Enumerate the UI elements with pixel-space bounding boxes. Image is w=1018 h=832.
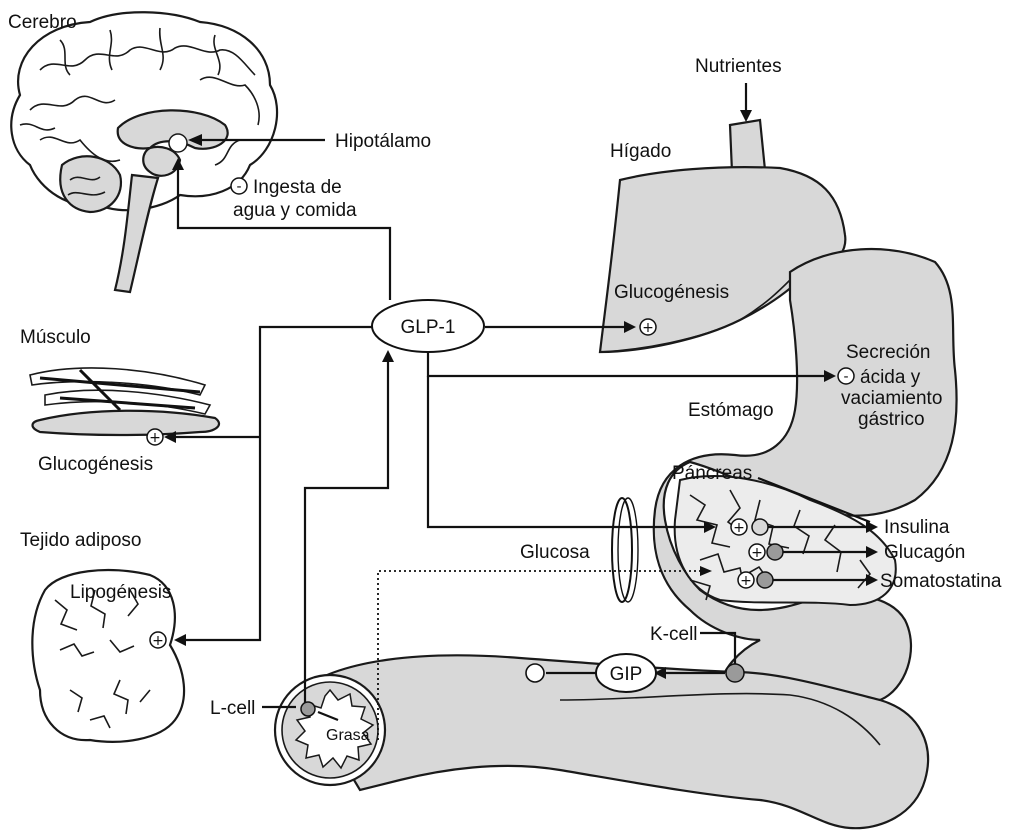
muscle — [30, 368, 219, 435]
glp1-label: GLP-1 — [401, 317, 456, 338]
label-glucagon: Glucagón — [884, 542, 965, 563]
plus-icon: + — [152, 633, 164, 649]
label-secrecion-3: vaciamiento — [841, 388, 942, 409]
sign-muscle: + — [147, 429, 163, 446]
label-grasa: Grasa — [326, 727, 370, 744]
plus-icon: + — [642, 320, 654, 336]
label-cerebro: Cerebro — [8, 12, 77, 33]
plus-icon: + — [751, 545, 763, 561]
label-somatostatina: Somatostatina — [880, 571, 1002, 592]
sign-glucagon: + — [749, 544, 765, 561]
sign-insulin: + — [731, 519, 747, 536]
label-nutrientes: Nutrientes — [695, 56, 782, 77]
hypothalamus-nucleus — [169, 134, 187, 152]
label-lipogenesis: Lipogénesis — [70, 582, 171, 603]
glp1-node: GLP-1 — [372, 300, 484, 352]
label-higado: Hígado — [610, 141, 671, 162]
label-lcell: L-cell — [210, 698, 255, 719]
sign-ingesta: - — [231, 178, 247, 195]
label-musculo: Músculo — [20, 327, 91, 348]
beta-cell — [752, 519, 768, 535]
sign-somatostatin: + — [738, 572, 754, 589]
sign-adipose: + — [150, 632, 166, 649]
label-secrecion-1: Secreción — [846, 342, 931, 363]
alpha-cell — [767, 544, 783, 560]
sign-liver: + — [640, 319, 656, 336]
label-glucogenesis-higado: Glucogénesis — [614, 282, 729, 303]
label-glucogenesis-musculo: Glucogénesis — [38, 454, 153, 475]
plus-icon: + — [733, 520, 745, 536]
label-insulina: Insulina — [884, 517, 950, 538]
gip-label: GIP — [610, 664, 643, 685]
label-glucosa: Glucosa — [520, 542, 590, 563]
label-ingesta-2: agua y comida — [233, 200, 357, 221]
minus-icon: - — [236, 179, 241, 195]
label-secrecion-2: ácida y — [860, 367, 921, 388]
plus-icon: + — [149, 430, 161, 446]
label-ingesta-1: Ingesta de — [253, 177, 342, 198]
label-hipotalamo: Hipotálamo — [335, 131, 431, 152]
label-kcell: K-cell — [650, 624, 698, 645]
brain — [11, 12, 277, 292]
delta-cell — [757, 572, 773, 588]
label-estomago: Estómago — [688, 400, 774, 421]
sign-stomach: - — [838, 368, 854, 385]
label-secrecion-4: gástrico — [858, 409, 925, 430]
plus-icon: + — [740, 573, 752, 589]
k-cell-marker — [726, 664, 744, 682]
l-cell-marker — [301, 702, 315, 716]
label-tejido-adiposo: Tejido adiposo — [20, 530, 141, 551]
gip-node: GIP — [596, 654, 656, 692]
label-pancreas: Páncreas — [672, 463, 752, 484]
minus-icon: - — [843, 369, 848, 385]
